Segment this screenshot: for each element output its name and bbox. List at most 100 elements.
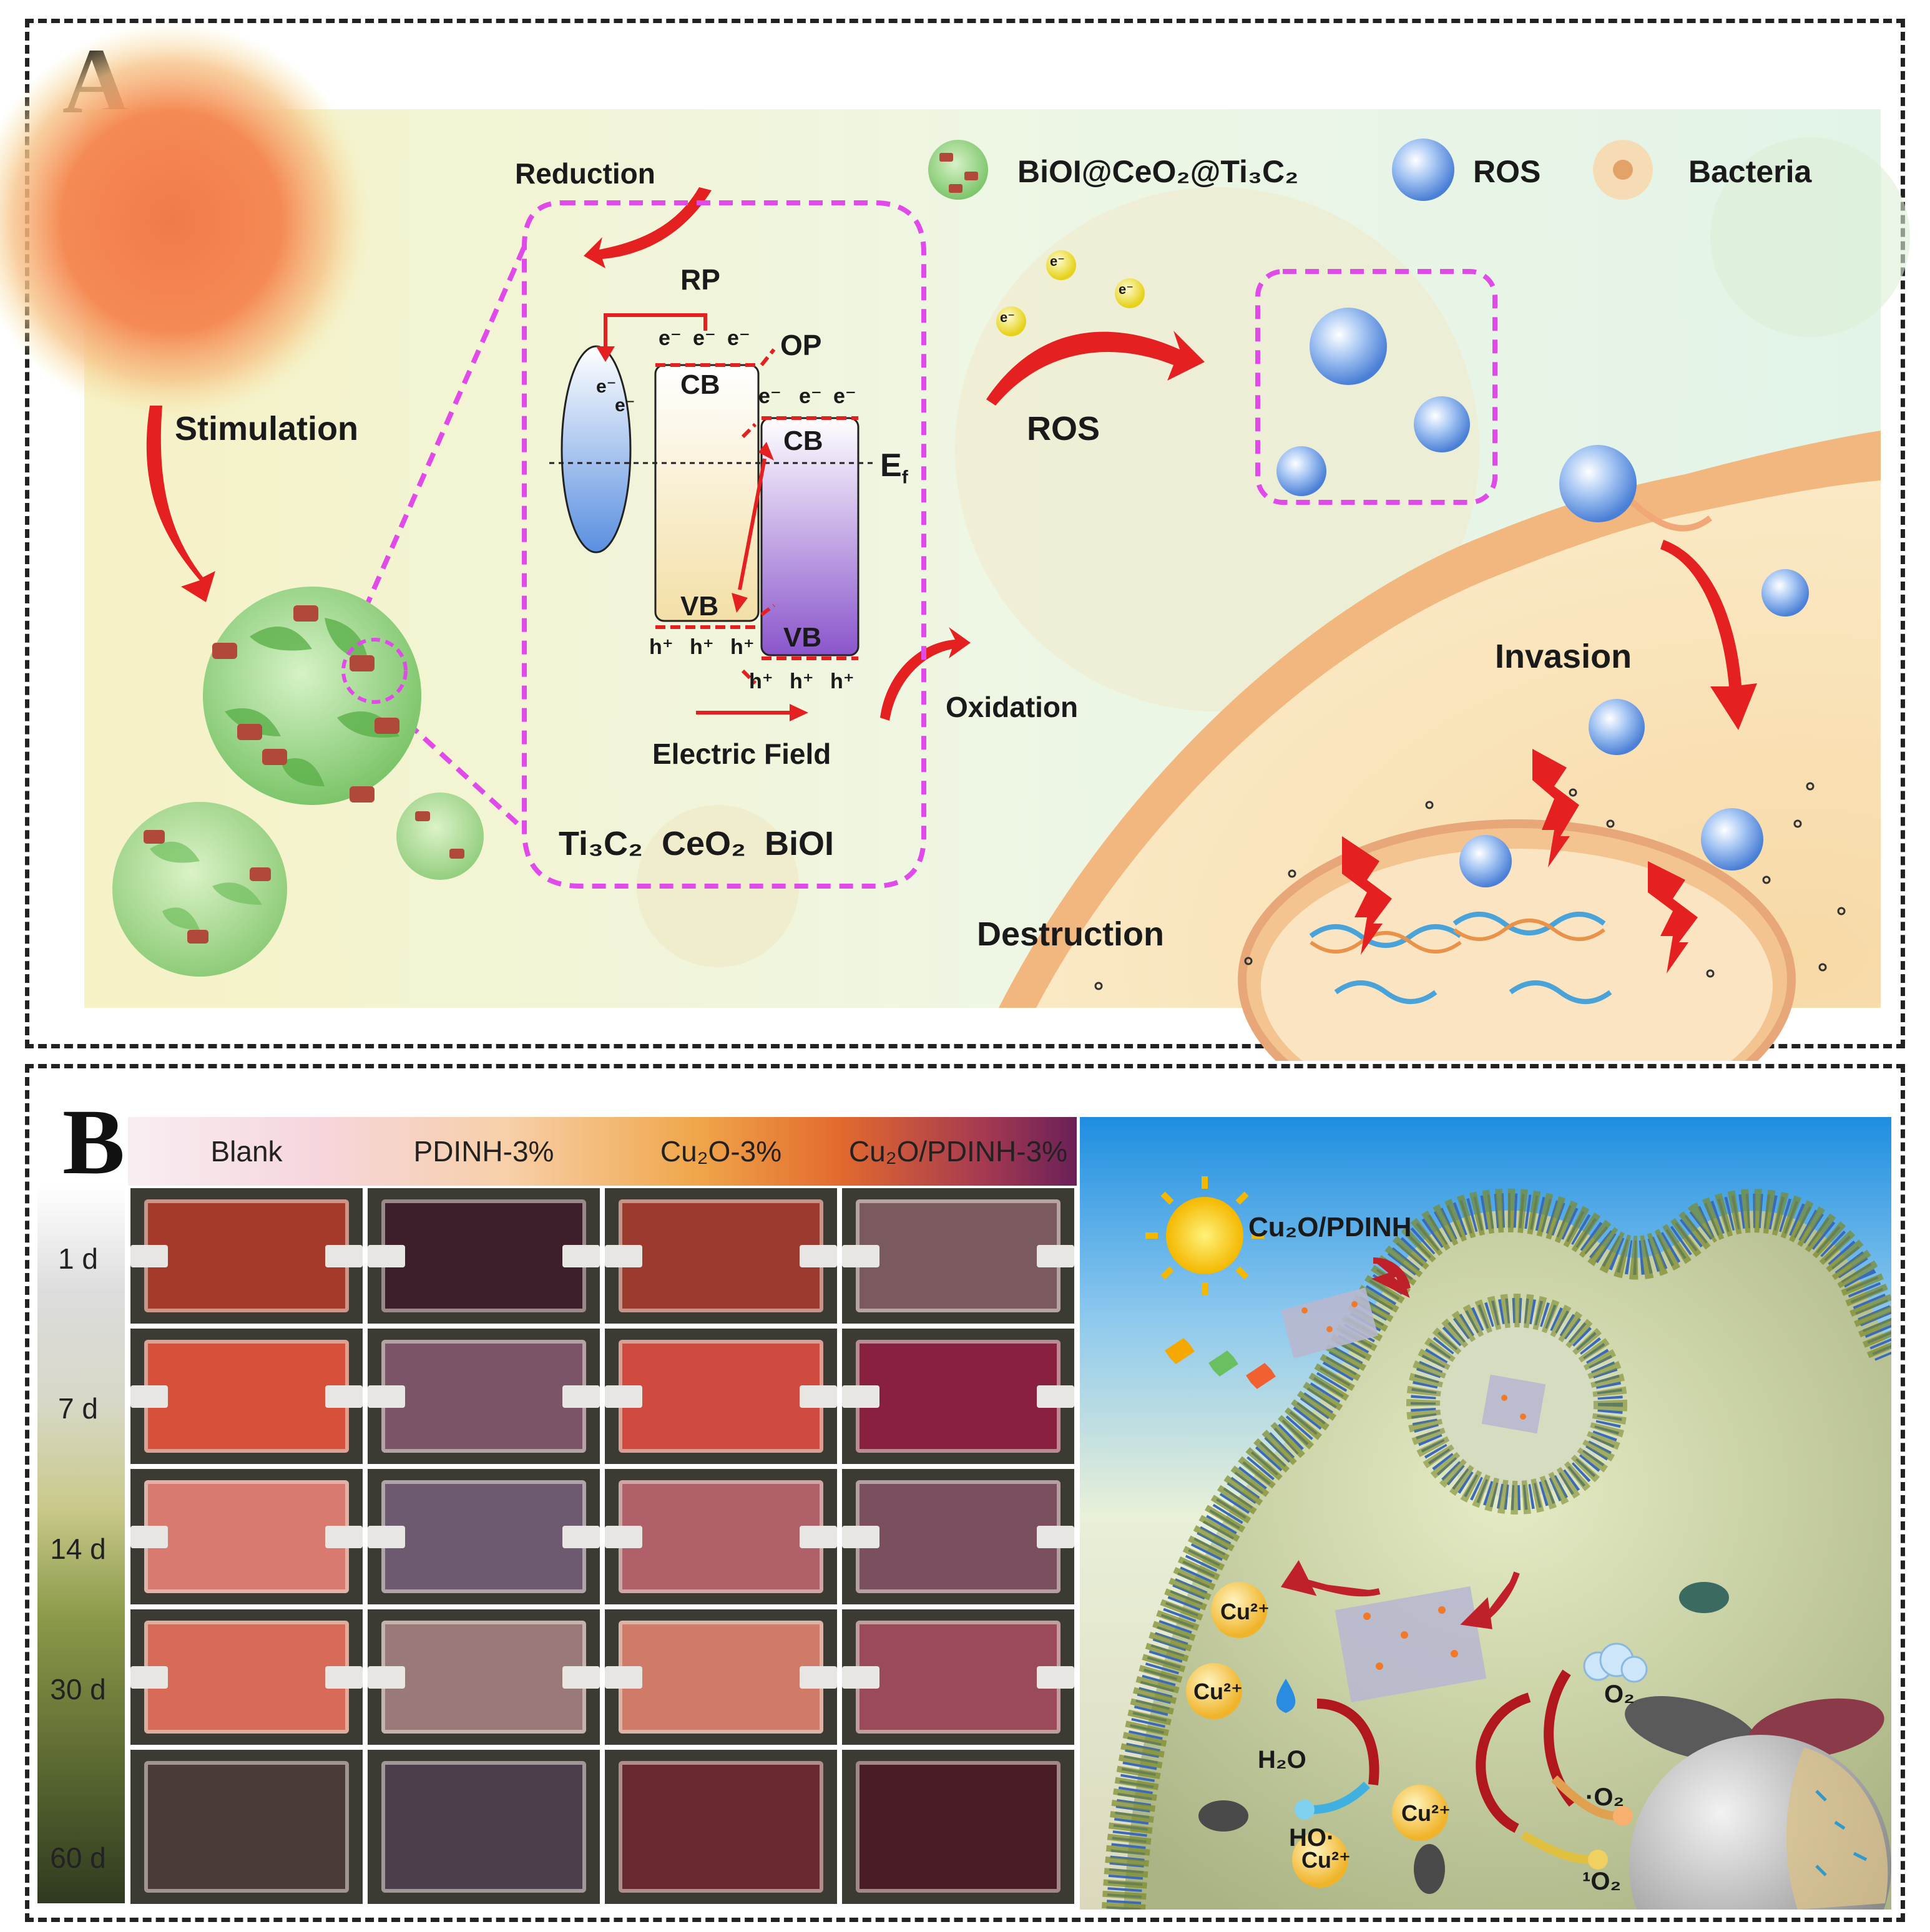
ceo2-band <box>654 364 760 622</box>
plate-tab <box>368 1666 405 1689</box>
cu2o-pdinh-mechanism-scheme <box>1080 1117 1891 1910</box>
h2o-label: H₂O <box>1258 1746 1306 1773</box>
rp-arrow <box>604 313 707 349</box>
electron-ball <box>1115 278 1145 308</box>
plate-tab <box>130 1385 168 1408</box>
ros-bubble <box>1459 835 1512 887</box>
plate-tab <box>1037 1244 1074 1267</box>
hole-label: h⁺ <box>749 670 773 693</box>
plate-tab <box>130 1666 168 1689</box>
materials-label: Ti₃C₂ CeO₂ BiOI <box>559 825 835 862</box>
electron-label: e⁻ <box>1119 281 1134 297</box>
ros-bubble <box>1310 308 1387 385</box>
electron-label: e⁻ <box>596 376 617 397</box>
plate-tab <box>605 1244 642 1267</box>
electron-label: e⁻ <box>1000 310 1015 325</box>
plate-tab <box>562 1385 600 1408</box>
cu-ion-ball <box>1392 1785 1448 1841</box>
coated-plate <box>619 1340 823 1453</box>
ros-bubble <box>1559 445 1637 522</box>
oxidation-label: Oxidation <box>946 691 1079 723</box>
plate-tab <box>325 1385 363 1408</box>
legend-ros-label: ROS <box>1473 154 1541 189</box>
day-label: 30 d <box>50 1673 106 1705</box>
h2o-arrow <box>1316 1699 1379 1785</box>
coated-plate <box>856 1480 1061 1593</box>
coated-plate <box>381 1340 586 1453</box>
coated-plate <box>381 1761 586 1893</box>
electron-label: e⁻ <box>727 326 750 350</box>
electron-label: e⁻ <box>833 384 856 408</box>
invasion-arrow <box>1660 540 1757 730</box>
ros-dashed-box <box>1255 269 1497 505</box>
destruction-label: Destruction <box>977 915 1165 953</box>
zoom-line <box>353 245 527 632</box>
plate-tab <box>842 1666 879 1689</box>
plate-photo <box>368 1609 600 1745</box>
vb-label-ceo2: VB <box>680 591 719 622</box>
coated-plate <box>619 1480 823 1593</box>
lightning-bolt <box>1342 836 1392 955</box>
invasion-label: Invasion <box>1495 638 1632 675</box>
superoxide-comet <box>1551 1775 1617 1820</box>
ros-bubble <box>1276 446 1326 496</box>
electron-label: e⁻ <box>799 384 822 408</box>
plate-tab <box>368 1385 405 1408</box>
plate-photo <box>130 1188 363 1324</box>
plate-photo <box>368 1469 600 1604</box>
ros-bubble <box>1701 808 1763 871</box>
plate-tab <box>130 1244 168 1267</box>
hole-label: h⁺ <box>730 635 755 659</box>
plate-tab <box>325 1666 363 1689</box>
electric-field-label: Electric Field <box>652 738 831 770</box>
day-label: 1 d <box>58 1242 98 1275</box>
plate-tab <box>325 1244 363 1267</box>
plate-tab <box>325 1525 363 1548</box>
ros-bubble <box>1414 396 1470 452</box>
fermi-label: Ef <box>880 447 908 488</box>
cu-ion-ball <box>1211 1582 1267 1638</box>
column-header: Cu₂O/PDINH-3% <box>848 1135 1068 1168</box>
plate-photo <box>130 1469 363 1604</box>
band-diagram-box <box>522 200 926 889</box>
sun-icon <box>1145 1176 1264 1295</box>
rp-label: RP <box>680 263 720 296</box>
plate-tab <box>800 1385 837 1408</box>
ros-bubble <box>1761 569 1809 617</box>
plate-tab <box>562 1244 600 1267</box>
electron-label: e⁻ <box>659 326 682 350</box>
plate-photo <box>605 1750 837 1904</box>
cu-ion-ball <box>1186 1663 1242 1719</box>
coated-plate <box>381 1621 586 1734</box>
plate-photo-grid <box>128 1186 1077 1906</box>
singlet-oxygen-comet <box>1521 1830 1592 1864</box>
panel-b-letter: B <box>62 1090 125 1194</box>
plate-tab <box>368 1244 405 1267</box>
cb-label-bioi: CB <box>783 426 823 456</box>
cu-ion-label: Cu²⁺ <box>1193 1679 1243 1704</box>
plate-tab <box>605 1385 642 1408</box>
panel-b-frame <box>25 1064 1905 1922</box>
plate-photo <box>842 1188 1074 1324</box>
plate-photo <box>842 1609 1074 1745</box>
plate-tab <box>1037 1385 1074 1408</box>
day-label: 14 d <box>50 1533 106 1565</box>
lightning-bolt <box>1532 749 1579 867</box>
coated-plate <box>856 1761 1061 1893</box>
op-label: OP <box>780 329 822 361</box>
coated-plate <box>619 1761 823 1893</box>
cu-ion-label: Cu²⁺ <box>1401 1800 1451 1826</box>
plate-photo <box>605 1188 837 1324</box>
coated-plate <box>856 1621 1061 1734</box>
plate-photo <box>368 1750 600 1904</box>
ros-legend-icon <box>1392 139 1454 201</box>
plate-tab <box>605 1525 642 1548</box>
reduction-label: Reduction <box>515 157 655 190</box>
ros-arrow <box>986 331 1205 406</box>
plate-photo <box>842 1329 1074 1464</box>
day-label: 60 d <box>50 1842 106 1874</box>
plate-tab <box>842 1525 879 1548</box>
plate-tab <box>800 1666 837 1689</box>
plate-tab <box>1037 1666 1074 1689</box>
plate-tab <box>562 1525 600 1548</box>
